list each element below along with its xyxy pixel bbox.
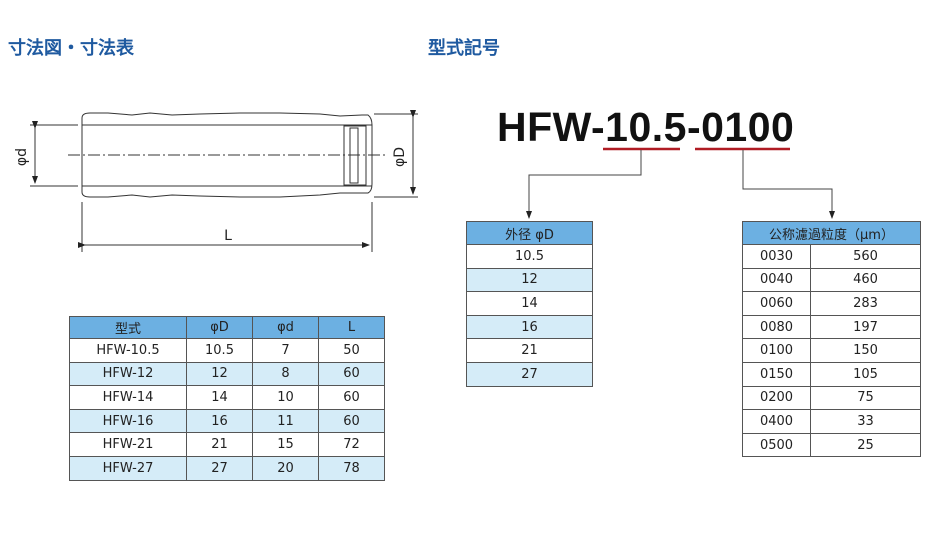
label-length: L [224, 228, 232, 244]
table-cell: 0040 [742, 267, 811, 293]
table-cell: HFW-10.5 [69, 338, 187, 363]
table-row: 12 [466, 267, 593, 293]
table-cell: 33 [810, 409, 921, 434]
table-cell: 14 [466, 291, 593, 316]
table-cell: 0200 [742, 385, 811, 411]
table-cell: 21 [186, 432, 253, 457]
column-header: φD [186, 316, 253, 339]
table-cell: 50 [318, 338, 385, 363]
table-row: 16 [466, 314, 593, 340]
table-cell: 78 [318, 455, 385, 481]
table-cell: 12 [466, 267, 593, 293]
table-cell: HFW-16 [69, 408, 187, 434]
table-cell: 283 [810, 291, 921, 316]
table-cell: 11 [252, 408, 319, 434]
table-cell: 60 [318, 361, 385, 387]
model-code: HFW-10.5-0100 [497, 104, 795, 150]
table-cell: 0100 [742, 338, 811, 363]
dimensions-title: 寸法図・寸法表 [8, 38, 134, 59]
table-cell: 16 [186, 408, 253, 434]
table-cell: 16 [466, 314, 593, 340]
label-inner-diameter: φd [14, 148, 30, 166]
table-cell: 8 [252, 361, 319, 387]
table-cell: 25 [810, 432, 921, 458]
diameter-header: 外径 φD [466, 221, 593, 245]
part-outline [30, 110, 418, 252]
table-cell: 0400 [742, 409, 811, 434]
table-cell: 27 [186, 455, 253, 481]
column-header: L [318, 316, 385, 339]
table-row: 27 [466, 361, 593, 387]
filter-header: 公称濾過粒度（μm） [742, 221, 921, 245]
table-cell: 10.5 [466, 244, 593, 269]
arrow-to-diameter [526, 150, 642, 219]
table-cell: 0060 [742, 291, 811, 316]
table-cell: 105 [810, 361, 921, 387]
table-cell: 0500 [742, 432, 811, 458]
table-cell: 7 [252, 338, 319, 363]
table-cell: 197 [810, 314, 921, 340]
table-cell: HFW-27 [69, 455, 187, 481]
model-title: 型式記号 [428, 38, 500, 59]
table-cell: 15 [252, 432, 319, 457]
table-row: 14 [466, 291, 593, 316]
table-cell: 150 [810, 338, 921, 363]
table-cell: 460 [810, 267, 921, 293]
label-outer-diameter: φD [392, 147, 408, 167]
column-header: φd [252, 316, 319, 339]
table-cell: 27 [466, 361, 593, 387]
table-cell: 560 [810, 244, 921, 269]
table-cell: 10 [252, 385, 319, 410]
table-cell: 0080 [742, 314, 811, 340]
table-cell: 12 [186, 361, 253, 387]
arrow-to-filter [742, 150, 835, 219]
column-header: 型式 [69, 316, 187, 339]
table-cell: HFW-12 [69, 361, 187, 387]
table-cell: HFW-14 [69, 385, 187, 410]
table-cell: 72 [318, 432, 385, 457]
table-cell: 60 [318, 385, 385, 410]
table-cell: 10.5 [186, 338, 253, 363]
table-cell: 75 [810, 385, 921, 411]
table-cell: 0150 [742, 361, 811, 387]
table-cell: 20 [252, 455, 319, 481]
table-cell: 0030 [742, 244, 811, 269]
table-row: 10.5 [466, 244, 593, 269]
table-cell: HFW-21 [69, 432, 187, 457]
table-cell: 60 [318, 408, 385, 434]
table-cell: 14 [186, 385, 253, 410]
table-row: 21 [466, 338, 593, 363]
table-cell: 21 [466, 338, 593, 363]
